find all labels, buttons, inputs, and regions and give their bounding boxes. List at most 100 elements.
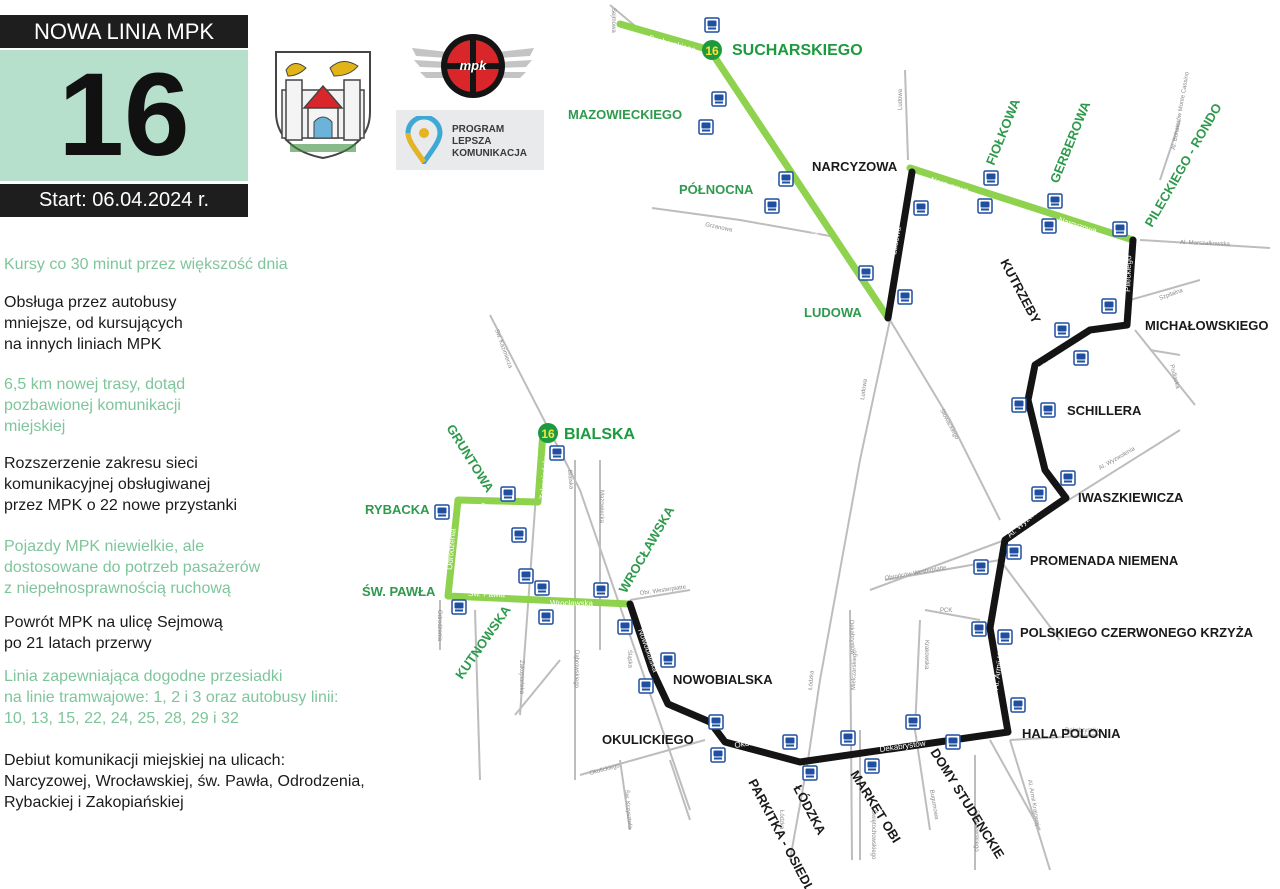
street-label-other: Al. Marszałkowska: [1180, 240, 1231, 248]
terminus-sucharskiego: 16 SUCHARSKIEGO: [702, 40, 863, 60]
street-label-sw-pawla: Św. Pawła: [468, 589, 506, 599]
start-date: Start: 06.04.2024 r.: [0, 184, 248, 217]
bus-stop-icon: [1040, 402, 1056, 418]
coat-of-arms-icon: [275, 51, 371, 160]
street-label-other: Podlaska: [1168, 364, 1180, 390]
bus-stop-icon: [1047, 193, 1063, 209]
bus-stop-icon: [1006, 544, 1022, 560]
bus-stop-icon: [518, 568, 534, 584]
street-label-other: Św. Krzysztofa: [623, 789, 634, 830]
street-label-other: Sw. Kazimierza: [493, 329, 513, 370]
line-number: 16: [0, 50, 248, 181]
stop-label-okulickiego: OKULICKIEGO: [602, 732, 694, 747]
stop-label-rybacka: RYBACKA: [365, 502, 430, 517]
stop-label-mazowieckiego: MAZOWIECKIEGO: [568, 107, 682, 122]
bus-stop-icon: [534, 580, 550, 596]
bus-stop-icon: [973, 559, 989, 575]
mpk-logo-icon: mpk: [412, 34, 534, 98]
terminus-badge: 16: [541, 427, 555, 441]
bus-stop-icon: [593, 582, 609, 598]
stop-label-polnocna: PÓŁNOCNA: [679, 182, 754, 197]
stop-label-gerberowa: GERBEROWA: [1047, 99, 1094, 186]
bus-stop-icon: [538, 609, 554, 625]
street-label-narcyzowa-2: Narcyzowa: [1057, 215, 1098, 235]
street-label-other: Odrodzenia: [436, 610, 442, 642]
stop-label-narcyzowa: NARCYZOWA: [812, 159, 898, 174]
bus-stop-icon: [1011, 397, 1027, 413]
stop-label-michalowskiego: MICHAŁOWSKIEGO: [1145, 318, 1269, 333]
street-label-other: Al. Armii Krajowej: [1026, 779, 1040, 826]
bus-stop-icon: [1031, 486, 1047, 502]
bus-stop-icon: [1073, 350, 1089, 366]
bus-stop-icon: [1010, 697, 1026, 713]
bus-stop-icon: [708, 714, 724, 730]
street-label-other: Al. Bohaterów Monte Cassino: [1171, 71, 1191, 151]
street-label-other: Dekabrystów: [848, 620, 855, 656]
stop-label-iwaszkiewicza: IWASZKIEWICZA: [1078, 490, 1184, 505]
street-label-other: Krakowska: [923, 640, 929, 670]
stop-label-pck: POLSKIEGO CZERWONEGO KRZYŻA: [1020, 625, 1254, 640]
mpk-logo-text: mpk: [460, 58, 488, 73]
program-logo-text: PROGRAM LEPSZA KOMUNIKACJA: [452, 124, 527, 159]
stop-label-pileckiego-rondo: PILECKIEGO - RONDO: [1142, 101, 1225, 230]
stop-label-domy-studenckie: DOMY STUDENCKIE: [927, 746, 1007, 862]
bus-stop-icon: [840, 730, 856, 746]
street-label-other: Bialska: [566, 470, 574, 490]
stop-label-gruntowa: GRUNTOWA: [443, 422, 497, 496]
stop-label-fiolkowa: FIOŁKOWA: [983, 96, 1023, 167]
street-label-other: Łódzka: [808, 670, 816, 690]
stop-label-wroclawska: WROCŁAWSKA: [616, 503, 678, 595]
street-label-other: Grzanowa: [705, 222, 734, 234]
bus-stop-icon: [802, 765, 818, 781]
street-label-other: Świętochowskiego: [870, 810, 878, 860]
bus-stop-icon: [913, 200, 929, 216]
terminus-badge: 16: [705, 44, 719, 58]
stop-label-ludowa: LUDOWA: [804, 305, 862, 320]
street-label-other: Łódzka: [778, 810, 784, 830]
street-label-other: Mielczarskiego: [851, 650, 858, 691]
terminus-label: SUCHARSKIEGO: [732, 42, 863, 59]
bus-stop-icon: [782, 734, 798, 750]
bus-stop-icon: [1060, 470, 1076, 486]
street-label-other: Strzyżewskiego: [973, 810, 979, 852]
street-label-other: Ludowa: [860, 378, 869, 400]
street-label-other: Śląska: [626, 650, 635, 669]
bus-stop-icon: [858, 265, 874, 281]
bus-stop-icon: [549, 445, 565, 461]
bus-stop-icon: [864, 758, 880, 774]
street-label-wyzwolenia: Al. Wyzwolenia: [1005, 496, 1052, 539]
bus-stop-icon: [764, 198, 780, 214]
bus-stop-icon: [617, 619, 633, 635]
stop-label-sw-pawla: ŚW. PAWŁA: [362, 584, 436, 599]
street-label-other: Słowackiego: [938, 408, 959, 441]
street-label-other: Dąbrowskiego: [573, 650, 579, 689]
bus-stop-icon: [711, 91, 727, 107]
bus-stop-icon: [704, 17, 720, 33]
program-logo: PROGRAM LEPSZA KOMUNIKACJA: [396, 110, 544, 170]
street-label-other: Okulickiego: [589, 763, 621, 777]
bus-stop-icon: [1101, 298, 1117, 314]
bus-stop-icon: [977, 198, 993, 214]
location-pin-icon: [405, 116, 443, 164]
bus-stop-icon: [945, 734, 961, 750]
street-label-other: Sejmowa: [610, 8, 616, 33]
bus-stop-icon: [897, 289, 913, 305]
bus-stop-icon: [638, 678, 654, 694]
bus-stop-icon: [511, 527, 527, 543]
line-title: NOWA LINIA MPK: [0, 15, 248, 48]
stop-label-hala-polonia: HALA POLONIA: [1022, 726, 1121, 741]
bus-stop-icon: [1041, 218, 1057, 234]
bus-stop-icon: [905, 714, 921, 730]
terminus-label: BIALSKA: [564, 426, 636, 443]
bus-stop-icon: [1054, 322, 1070, 338]
info-frequency: Kursy co 30 minut przez większość dnia: [4, 256, 288, 273]
stop-label-nowobialska: NOWOBIALSKA: [673, 672, 773, 687]
street-label-other: Mazowiecka: [598, 490, 604, 524]
bus-stop-icon: [660, 652, 676, 668]
stop-label-promenada-niemena: PROMENADA NIEMENA: [1030, 553, 1179, 568]
bus-stop-icon: [778, 171, 794, 187]
